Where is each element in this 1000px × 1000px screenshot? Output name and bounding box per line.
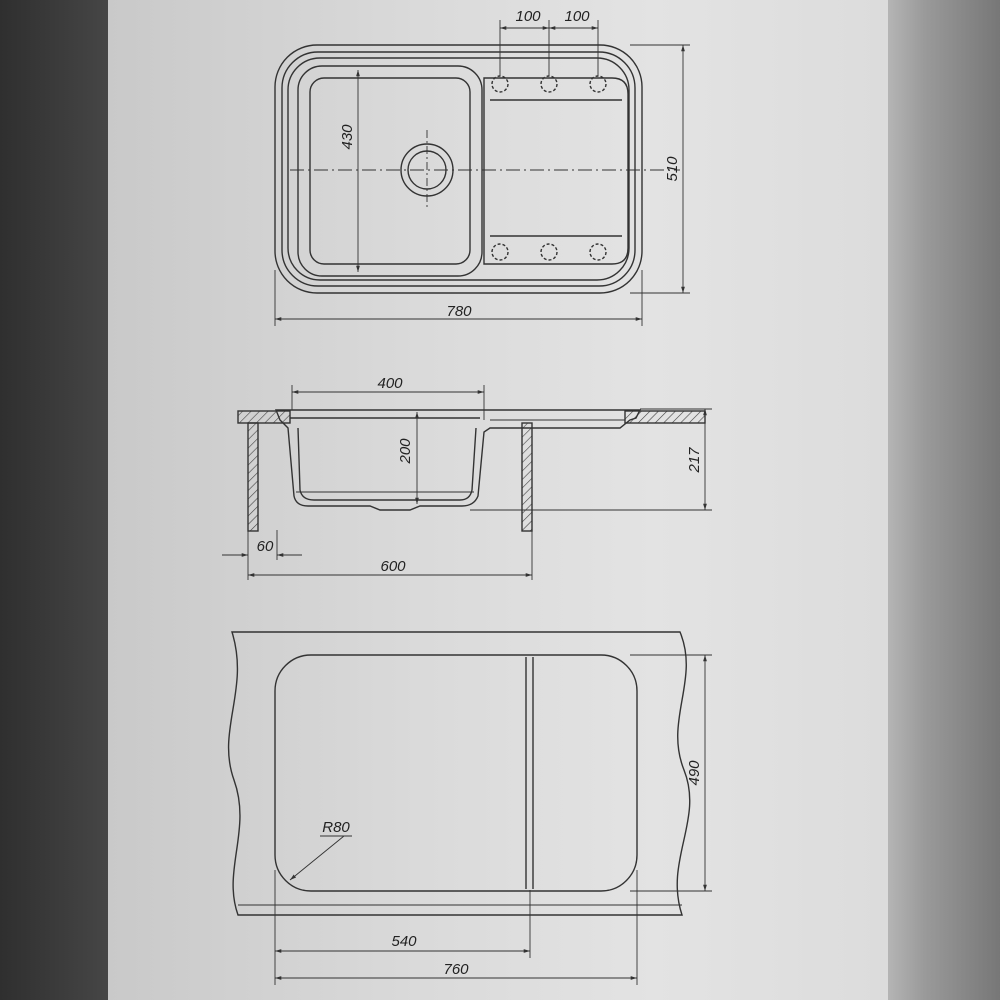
bowl-outer (297, 65, 483, 277)
dim-divider-offset: 540 (391, 933, 417, 950)
dim-total-width: 780 (446, 303, 472, 320)
top-view (274, 20, 690, 326)
dim-pitch-1: 100 (515, 8, 541, 25)
dim-pitch-2: 100 (564, 8, 590, 25)
dim-bowl-depth: 200 (397, 438, 414, 465)
background-right (874, 0, 1000, 1000)
sink-profile (274, 409, 642, 511)
faucet-holes (491, 75, 607, 261)
background-left (0, 0, 128, 1000)
dim-offset: 60 (257, 538, 274, 555)
section-view (222, 385, 712, 580)
dim-cutout-width: 760 (443, 961, 469, 978)
dim-total-height: 510 (664, 156, 681, 182)
cutout-view (227, 631, 712, 985)
sink-outline-outer (274, 44, 643, 294)
dim-bowl-width: 400 (377, 375, 403, 392)
drainboard-outline (483, 77, 629, 265)
cabinet-wall-right (521, 422, 533, 532)
paper-sheet (108, 0, 888, 1000)
countertop-slab (227, 631, 691, 916)
dim-cabinet-width: 600 (380, 558, 406, 575)
bowl-inner (309, 77, 471, 265)
countertop-left (237, 410, 291, 424)
dim-radius: R80 (322, 819, 350, 836)
sink-outline-2 (281, 51, 636, 287)
dim-bowl-height: 430 (339, 124, 356, 150)
dim-total-depth: 217 (686, 447, 703, 474)
cabinet-wall-left (247, 422, 259, 532)
sink-outline-3 (287, 57, 630, 281)
cutout-outline (274, 654, 638, 892)
dim-cutout-height: 490 (686, 760, 703, 786)
